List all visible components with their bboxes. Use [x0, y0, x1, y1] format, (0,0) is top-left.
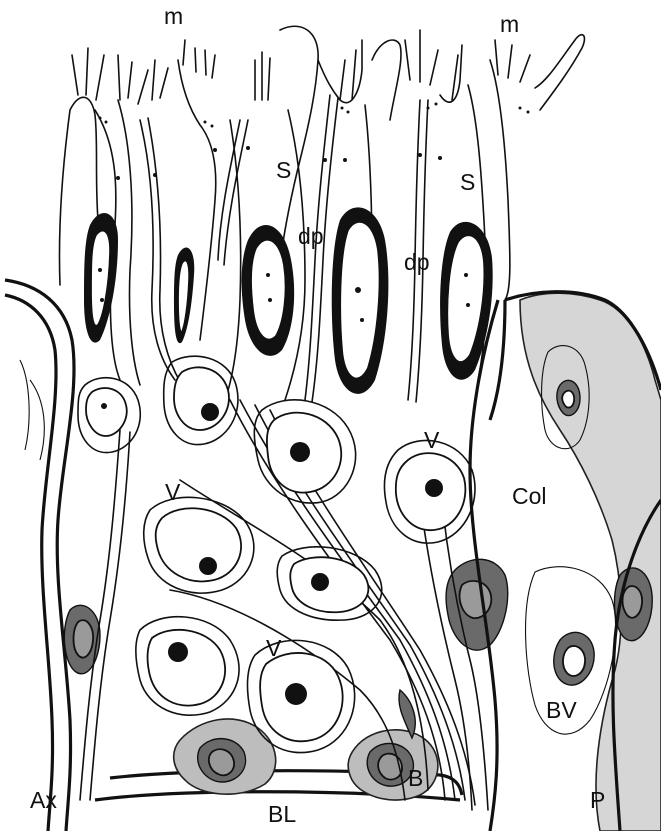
supporting-nuclei — [84, 207, 493, 393]
label-m-right: m — [500, 11, 519, 37]
label-col: Col — [512, 483, 547, 509]
receptor-cell-bodies — [78, 356, 475, 752]
label-v-lower: V — [266, 635, 282, 661]
label-s-left: S — [276, 157, 291, 183]
label-dp-right: dp — [404, 249, 430, 275]
label-m-left: m — [164, 3, 183, 29]
label-p: P — [590, 787, 605, 813]
label-b: B — [408, 765, 423, 791]
left-stroma — [5, 280, 100, 831]
lamina-propria-region — [446, 292, 661, 831]
label-v-upper: V — [424, 427, 440, 453]
label-dp-left: dp — [298, 223, 324, 249]
label-bl: BL — [268, 801, 296, 827]
label-v-mid: V — [165, 479, 181, 505]
label-bv: BV — [546, 697, 577, 723]
label-ax: Ax — [30, 787, 57, 813]
label-s-right: S — [460, 169, 475, 195]
